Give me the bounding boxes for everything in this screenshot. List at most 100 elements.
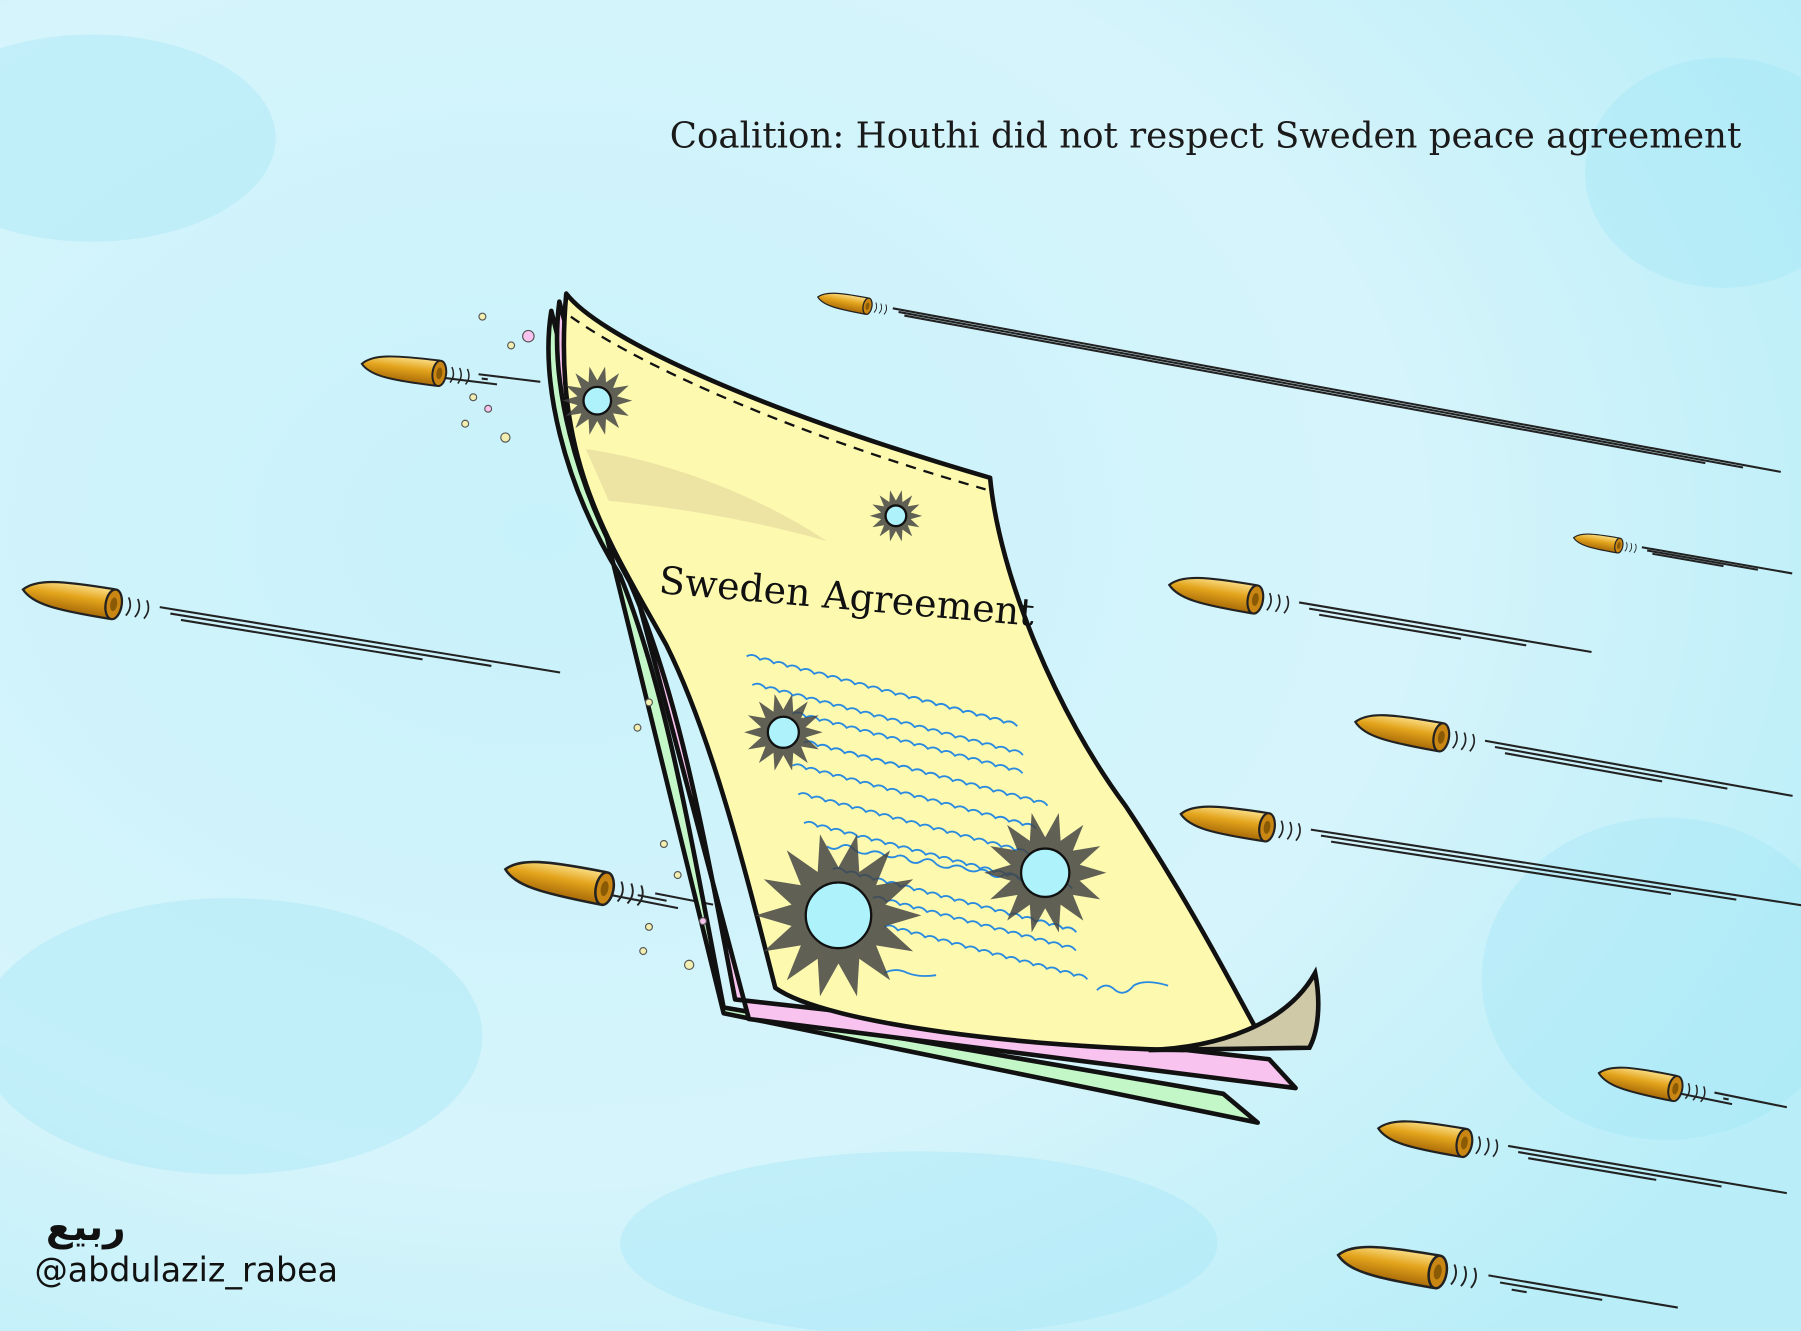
- speed-streak: [1504, 752, 1663, 783]
- document-text-lines: [746, 653, 1169, 994]
- speed-streak: [1518, 1151, 1722, 1188]
- bullet-primer: [110, 597, 118, 612]
- motion-arc: [1460, 1265, 1467, 1287]
- text-line: [746, 653, 1018, 727]
- bullet-primer: [436, 367, 443, 380]
- paper-shadow: [585, 449, 827, 542]
- motion-arc: [1492, 1139, 1499, 1158]
- speed-streak: [170, 612, 492, 667]
- bullet: [1167, 576, 1592, 653]
- text-line: [803, 740, 1049, 807]
- bullet-primer: [1460, 1136, 1468, 1150]
- bullet: [360, 355, 541, 387]
- bullet-primer: [1263, 820, 1271, 834]
- motion-arc: [636, 885, 644, 906]
- motion-arc: [1475, 1136, 1482, 1155]
- speed-streak: [1310, 828, 1801, 907]
- bullet: [21, 580, 561, 674]
- speed-streak: [1507, 1144, 1787, 1195]
- speed-streak: [1330, 840, 1672, 896]
- speed-streak: [898, 310, 1744, 469]
- text-line: [1096, 981, 1169, 994]
- bullet-hole: [582, 385, 613, 416]
- bullet-primer: [865, 302, 870, 310]
- motion-arc: [1274, 594, 1281, 613]
- motion-arc: [1692, 1084, 1698, 1101]
- speed-streak: [180, 618, 423, 661]
- motion-arc: [1684, 1083, 1691, 1100]
- motion-arc: [1624, 542, 1628, 552]
- bullet-hole: [884, 504, 908, 528]
- paper-green-layer: [546, 308, 1261, 1125]
- speed-streak: [1319, 613, 1462, 640]
- motion-arc: [616, 881, 624, 903]
- motion-arc: [626, 883, 634, 905]
- motion-arc: [449, 366, 455, 384]
- speed-streak: [1723, 1097, 1729, 1101]
- motion-arc: [134, 598, 141, 618]
- bullet: [1353, 714, 1793, 797]
- speed-streak: [1488, 1274, 1678, 1309]
- bullet-primer: [1433, 1264, 1442, 1280]
- motion-arc: [1286, 821, 1293, 840]
- speed-streak: [1714, 1091, 1788, 1109]
- speed-streak: [1652, 552, 1724, 568]
- motion-arc: [1295, 823, 1301, 842]
- speed-streak: [1484, 739, 1793, 797]
- speed-streak: [481, 377, 488, 381]
- speed-streak: [1511, 1288, 1527, 1294]
- bullet: [1597, 1066, 1788, 1109]
- paper-pink-layer: [554, 299, 1298, 1091]
- speed-streak: [1528, 1157, 1657, 1181]
- speed-streak: [1499, 1281, 1603, 1301]
- speed-streak: [904, 314, 1706, 465]
- bullet: [1572, 533, 1793, 575]
- motion-arc: [1452, 730, 1458, 749]
- speed-streak: [1320, 834, 1737, 901]
- motion-arc: [883, 304, 888, 315]
- speed-streak: [892, 307, 1781, 473]
- bullet: [503, 860, 714, 910]
- perforation-line: [570, 315, 986, 491]
- speed-streak: [1308, 607, 1527, 647]
- text-line: [751, 682, 1024, 756]
- bullet: [1179, 805, 1801, 907]
- motion-arc: [873, 302, 878, 313]
- motion-arc: [1483, 1137, 1490, 1156]
- motion-arc: [1450, 1264, 1458, 1286]
- text-line: [792, 763, 1037, 830]
- text-line: [883, 924, 1089, 980]
- artist-signature: ربيع: [46, 1205, 126, 1250]
- motion-arc: [1460, 732, 1467, 751]
- bullet-primer: [600, 881, 609, 897]
- paper-debris: [461, 312, 707, 971]
- motion-arc: [878, 303, 883, 314]
- bullet: [816, 292, 1781, 473]
- bullet-primer: [1251, 592, 1259, 606]
- motion-arc: [1266, 592, 1272, 611]
- text-line: [792, 711, 1024, 774]
- motion-arc: [143, 600, 150, 620]
- bullet: [1336, 1245, 1678, 1309]
- speed-streak: [1298, 601, 1592, 653]
- motion-arc: [1633, 543, 1637, 554]
- text-line: [884, 969, 937, 977]
- text-line: [797, 792, 1043, 859]
- motion-arc: [1470, 1267, 1477, 1289]
- speed-streak: [1646, 549, 1759, 571]
- motion-arc: [125, 597, 132, 617]
- motion-arc: [464, 368, 470, 385]
- motion-arc: [457, 367, 462, 384]
- artist-handle: @abdulaziz_rabea: [34, 1250, 338, 1289]
- text-line: [872, 895, 1077, 952]
- speed-streak: [1641, 546, 1793, 575]
- motion-arc: [1629, 542, 1633, 553]
- motion-arc: [1278, 820, 1284, 839]
- motion-arc: [1469, 733, 1476, 752]
- caption-headline: Coalition: Houthi did not respect Sweden…: [670, 115, 1742, 156]
- motion-arc: [1700, 1086, 1706, 1103]
- bullet-hole: [766, 715, 800, 749]
- bullet: [1376, 1120, 1787, 1195]
- speed-streak: [1494, 745, 1728, 790]
